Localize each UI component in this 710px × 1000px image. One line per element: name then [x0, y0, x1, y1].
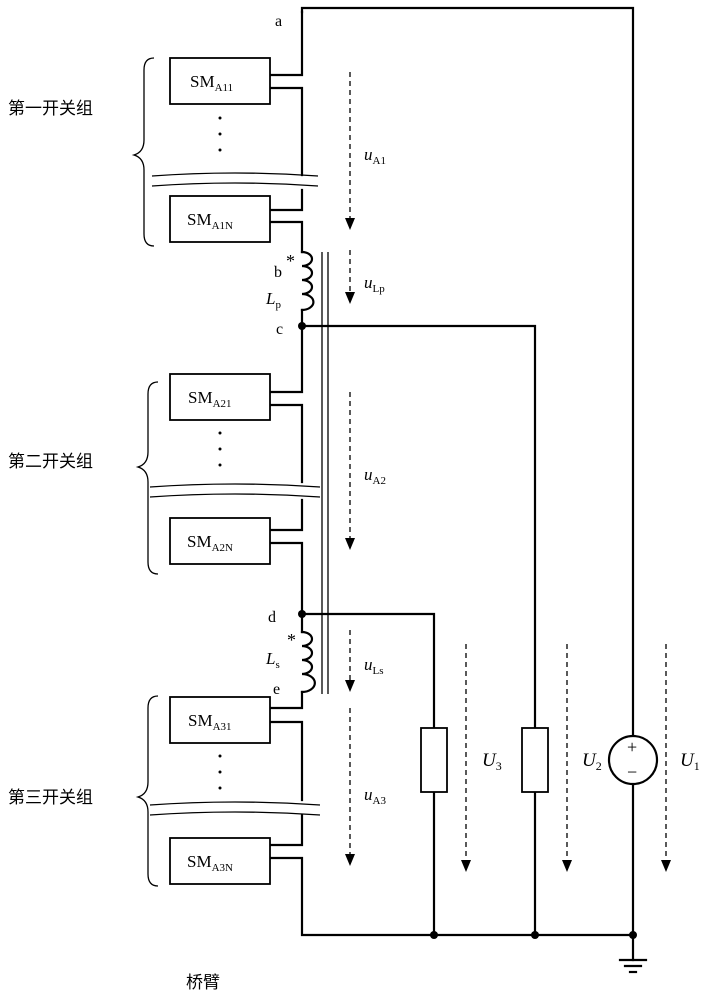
label-ulp: uLp: [364, 273, 385, 295]
wire-sma21-down: [268, 403, 304, 484]
source-minus: −: [627, 762, 637, 782]
sm-a1n-box: [169, 195, 271, 243]
label-uls: uLs: [364, 655, 384, 677]
brace-group-3: [135, 695, 159, 887]
junction-bus-1: [430, 931, 438, 939]
label-u1: U1: [680, 750, 700, 773]
label-ua1: uA1: [364, 145, 386, 167]
inductor-lp: [300, 250, 315, 312]
label-ua3: uA3: [364, 785, 386, 807]
wire-a-to-sma11: [268, 10, 304, 77]
node-c: c: [276, 321, 283, 338]
label-ua2: uA2: [364, 465, 386, 487]
braces: [131, 57, 159, 887]
wire-c-to-sma21: [268, 308, 304, 394]
wire-to-sma1n: [268, 188, 304, 212]
wire-to-sma3n: [268, 813, 304, 847]
group-3-label: 第三开关组: [8, 788, 93, 808]
junction-d: [298, 610, 306, 618]
group-1-boxes: SMA11 SMA1N: [169, 57, 271, 243]
group-2-boxes: SMA21 SMA2N: [169, 373, 271, 565]
sm-a21-label: SMA21: [188, 388, 232, 410]
brace-group-2: [135, 381, 159, 575]
sm-a2n-box: [169, 517, 271, 565]
group-3-boxes: SMA31 SMA3N: [169, 696, 271, 885]
wire-e-to-sma31: [268, 690, 304, 710]
main-wires: [268, 6, 635, 962]
inductor-ls: [300, 630, 316, 694]
wire-sma11-down: [268, 86, 304, 177]
source-plus: +: [627, 737, 637, 757]
sm-a11-box: [169, 57, 271, 105]
ls-label: Ls: [265, 649, 280, 671]
brace-group-1: [131, 57, 155, 247]
label-u3: U3: [482, 750, 502, 773]
lp-coil: [300, 250, 315, 312]
bridge-arm-caption: 桥臂: [186, 973, 220, 993]
sm-a11-label: SMA11: [190, 72, 233, 94]
ls-dot-mark: *: [287, 630, 296, 650]
group-2-label: 第二开关组: [8, 452, 93, 472]
group-1-label: 第一开关组: [8, 99, 93, 119]
junction-c: [298, 322, 306, 330]
wire-d-to-load: [300, 612, 436, 730]
voltage-source-u2: + −: [607, 734, 659, 786]
sm-a31-box: [169, 696, 271, 744]
junction-bus-3: [629, 931, 637, 939]
ground-symbol: [618, 958, 648, 974]
sm-a31-label: SMA31: [188, 711, 232, 733]
junction-bus-2: [531, 931, 539, 939]
wire-bottom-bus: [268, 856, 635, 937]
sm-a21-box: [169, 373, 271, 421]
lp-dot-mark: *: [286, 251, 295, 271]
break-lines: [149, 172, 321, 816]
wire-c-to-u3: [300, 324, 537, 730]
wire-sma2n-to-d: [268, 541, 304, 616]
sm-a2n-label: SMA2N: [187, 532, 233, 554]
junctions: [298, 322, 637, 939]
sm-a3n-label: SMA3N: [187, 852, 233, 874]
wire-sma31-down: [268, 720, 304, 802]
lp-label: Lp: [265, 289, 281, 311]
ellipsis-dots: [218, 116, 222, 790]
node-e: e: [273, 681, 280, 698]
node-b: b: [274, 264, 282, 281]
voltage-arrows: [345, 72, 671, 872]
label-u2: U2: [582, 750, 602, 773]
ls-coil: [300, 630, 316, 694]
sm-a3n-box: [169, 837, 271, 885]
wire-sma1n-to-b: [268, 220, 304, 254]
load-resistor-d: [420, 727, 448, 793]
sm-a1n-label: SMA1N: [187, 210, 233, 232]
wire-a-to-source: [300, 6, 635, 737]
load-resistor-u3: [521, 727, 549, 793]
node-d: d: [268, 609, 276, 626]
node-a: a: [275, 13, 282, 30]
wire-to-sma2n: [268, 498, 304, 532]
